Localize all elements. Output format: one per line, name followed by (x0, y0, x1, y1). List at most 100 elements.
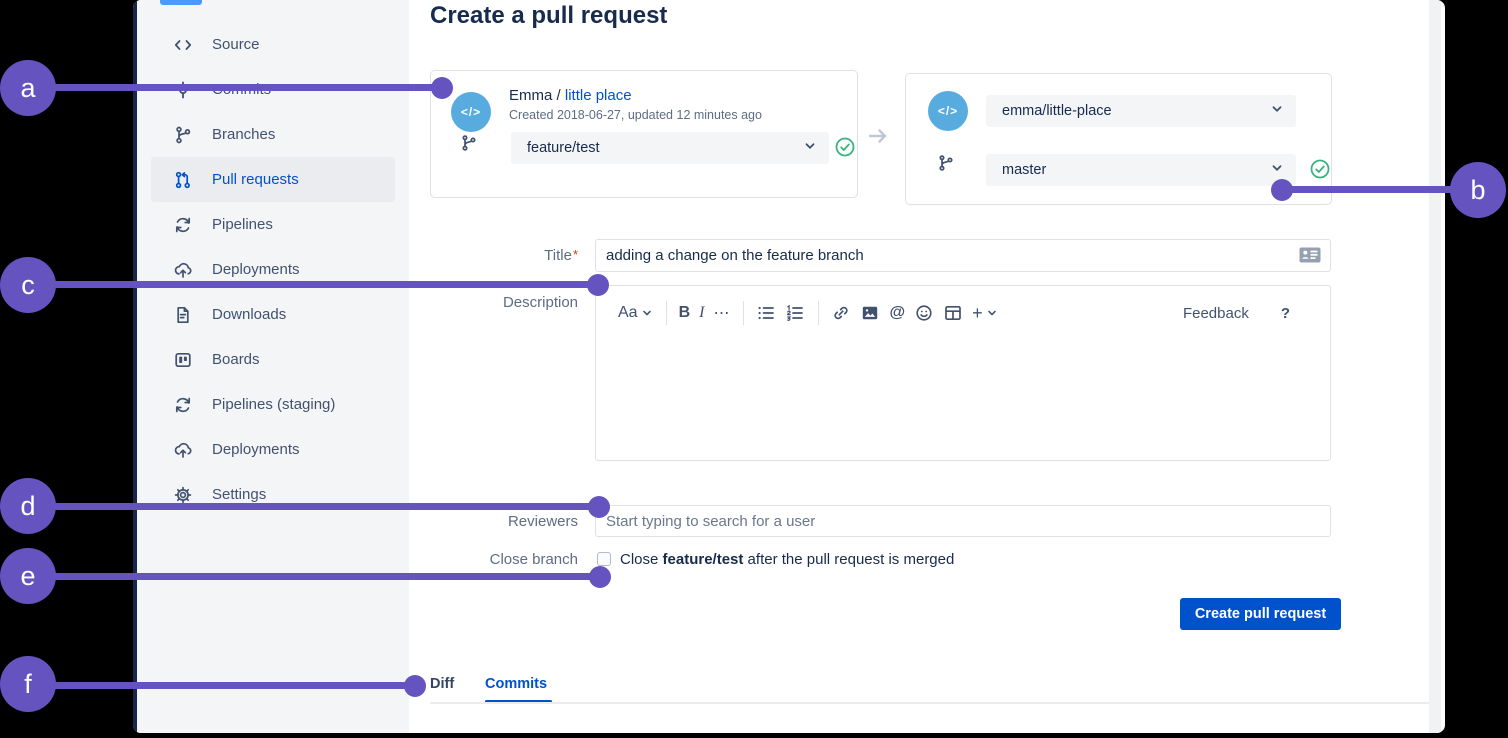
repo-meta: Created 2018-06-27, updated 12 minutes a… (509, 108, 762, 122)
annotation-d-line (52, 503, 599, 510)
repo-breadcrumb: Emma / little place (509, 87, 632, 104)
arrow-right-icon (866, 124, 890, 153)
title-label: Title* (544, 247, 578, 264)
close-branch-text: Close feature/test after the pull reques… (620, 551, 955, 568)
chevron-down-icon (1270, 102, 1284, 120)
selected-branch: master (1002, 162, 1047, 178)
code-icon (173, 35, 193, 55)
sidebar-item-branches[interactable]: Branches (151, 112, 395, 157)
sidebar-item-deployments[interactable]: Deployments (151, 247, 395, 292)
annotation-b-circle: b (1450, 162, 1506, 218)
insert-more-button[interactable]: + (972, 303, 998, 324)
description-label: Description (502, 294, 578, 311)
sidebar-item-label: Deployments (212, 261, 300, 278)
more-formatting-button[interactable]: ⋯ (713, 305, 731, 322)
close-branch-label: Close branch (489, 551, 578, 568)
table-icon[interactable] (943, 303, 963, 323)
sidebar-item-label: Pipelines (212, 216, 273, 233)
code-glyph: </> (937, 104, 959, 118)
cloud-upload-icon (173, 440, 193, 460)
annotation-e-circle: e (0, 548, 56, 604)
bold-button[interactable]: B (678, 304, 691, 321)
sidebar-item-pull-requests[interactable]: Pull requests (151, 157, 395, 202)
selected-repo: emma/little-place (1002, 103, 1112, 119)
repo-name-link[interactable]: little place (564, 87, 632, 104)
gear-icon (173, 485, 193, 505)
tab-commits[interactable]: Commits (485, 676, 548, 692)
sidebar-item-label: Pull requests (212, 171, 299, 188)
sidebar-item-boards[interactable]: Boards (151, 337, 395, 382)
sidebar-item-downloads[interactable]: Downloads (151, 292, 395, 337)
page-title: Create a pull request (430, 2, 668, 29)
annotation-f-line (52, 682, 415, 689)
branch-valid-check-icon (1309, 158, 1331, 180)
annotation-c-line (52, 281, 598, 288)
annotation-a-dot (431, 77, 453, 99)
tab-diff[interactable]: Diff (430, 676, 455, 692)
reviewers-label: Reviewers (507, 513, 578, 530)
annotation-c-dot (587, 274, 609, 296)
emoji-icon[interactable] (914, 303, 934, 323)
description-editor-body[interactable] (596, 340, 1330, 460)
branch-valid-check-icon (834, 136, 856, 158)
vertical-scrollbar[interactable] (1429, 0, 1441, 733)
branch-icon (459, 133, 479, 153)
logo-stub (160, 0, 202, 5)
help-icon[interactable]: ? (1280, 304, 1290, 322)
cloud-upload-icon (173, 260, 193, 280)
mention-icon[interactable]: @ (889, 304, 906, 321)
repo-avatar: </> (928, 91, 968, 131)
repo-owner: Emma (509, 87, 553, 104)
breadcrumb-separator: / (552, 87, 565, 104)
pipelines-icon (173, 215, 193, 235)
destination-repo-select[interactable]: emma/little-place (986, 95, 1296, 127)
annotation-a-line (52, 84, 444, 91)
create-pull-request-button[interactable]: Create pull request (1180, 598, 1341, 630)
sidebar-item-settings[interactable]: Settings (151, 472, 395, 517)
repo-avatar: </> (451, 92, 491, 132)
feedback-link[interactable]: Feedback (1182, 304, 1249, 322)
bitbucket-window: Source Commits Branches (133, 0, 1445, 733)
chevron-down-icon (1270, 161, 1284, 179)
sidebar-item-label: Branches (212, 126, 276, 143)
annotation-b-line (1282, 186, 1454, 193)
annotation-e-dot (589, 566, 611, 588)
tab-divider (430, 702, 1436, 704)
bullet-list-icon[interactable] (756, 303, 776, 323)
annotation-e-line (52, 573, 600, 580)
annotation-c-circle: c (0, 257, 56, 313)
link-icon[interactable] (831, 303, 851, 323)
numbered-list-icon[interactable] (785, 303, 805, 323)
italic-button[interactable]: I (699, 304, 705, 321)
sidebar-item-label: Boards (212, 351, 260, 368)
reviewers-input[interactable] (595, 505, 1331, 537)
sidebar-item-label: Source (212, 36, 260, 53)
selected-branch: feature/test (527, 140, 600, 156)
sidebar-item-label: Downloads (212, 306, 287, 323)
toolbar-separator (818, 301, 820, 325)
sidebar-item-deployments-2[interactable]: Deployments (151, 427, 395, 472)
document-icon (173, 305, 193, 325)
sidebar-item-pipelines-staging[interactable]: Pipelines (staging) (151, 382, 395, 427)
contact-card-icon[interactable] (1299, 247, 1321, 263)
text-style-button[interactable]: Aa (618, 304, 653, 322)
annotation-d-dot (588, 496, 610, 518)
sidebar-item-label: Settings (212, 486, 267, 503)
close-branch-checkbox[interactable] (597, 552, 611, 566)
sidebar-item-source[interactable]: Source (151, 22, 395, 67)
sidebar-item-label: Deployments (212, 441, 300, 458)
global-nav-strip (133, 0, 137, 733)
destination-branch-select[interactable]: master (986, 154, 1296, 186)
source-branch-select[interactable]: feature/test (511, 132, 829, 164)
annotation-b-dot (1271, 179, 1293, 201)
sidebar: Source Commits Branches (137, 0, 409, 733)
source-branch-card: </> Emma / little place Created 2018-06-… (430, 70, 858, 198)
sidebar-item-pipelines[interactable]: Pipelines (151, 202, 395, 247)
title-input[interactable] (595, 239, 1331, 272)
image-icon[interactable] (860, 303, 880, 323)
editor-toolbar: Aa B I ⋯ (596, 286, 1330, 340)
branch-icon (173, 125, 193, 145)
toolbar-separator (743, 301, 745, 325)
sidebar-nav: Source Commits Branches (137, 22, 409, 517)
branch-icon (936, 153, 956, 173)
